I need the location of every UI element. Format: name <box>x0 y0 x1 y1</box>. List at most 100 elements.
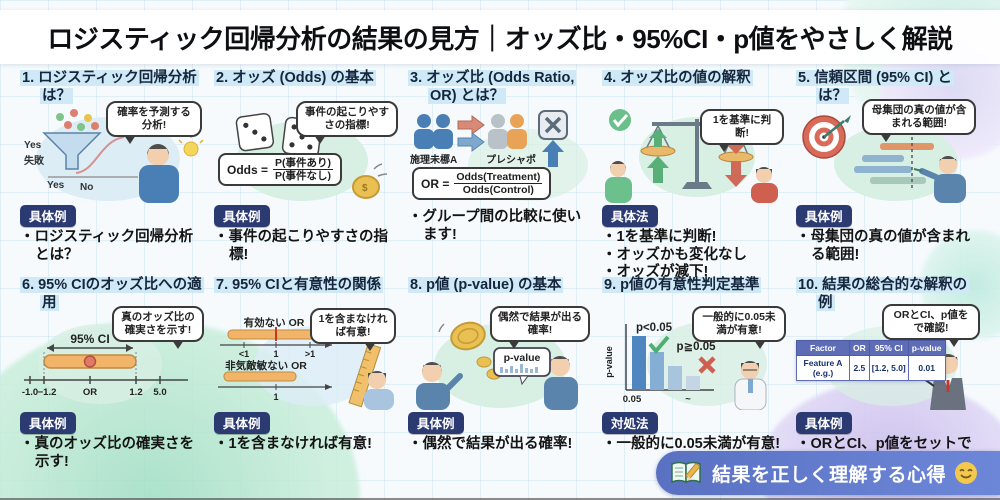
panel-ci-applied-to-or: 6. 95% CIのオッズ比への適用 95% CI <box>20 277 204 476</box>
svg-text:1: 1 <box>273 349 278 359</box>
panel-pvalue-criteria: 9. p値の有意性判定基準 p-value p<0.05 p≧0.05 <box>602 277 786 476</box>
lightbulb-icon <box>178 134 204 157</box>
badge-remedy: 対処法 <box>602 412 658 434</box>
badge-example: 具体例 <box>796 412 852 434</box>
svg-text:p<0.05: p<0.05 <box>636 322 673 334</box>
odds-formula: Odds = P(事件あり)P(事件なし) <box>218 153 343 187</box>
svg-text:p≧0.05: p≧0.05 <box>676 341 716 353</box>
svg-text:p-value: p-value <box>604 346 614 378</box>
colored-dots-icon <box>56 109 99 131</box>
table-row: Feature A (e.g.) 2.5 [1.2, 5.0] 0.01 <box>796 355 946 381</box>
ci-bar-diagram: 95% CI -1.0 −1.2 OR <box>22 324 188 404</box>
ci-bar-nonsignificant <box>223 371 297 382</box>
panel-bullets: ・ロジスティック回帰分析とは？ <box>20 229 204 264</box>
panel-illustration: 95% CI -1.0 −1.2 OR <box>20 306 204 410</box>
bottom-edge-line <box>0 498 1000 500</box>
funnel-icon <box>42 132 102 170</box>
panel-bullets: ・グループ間の比較に使います! <box>408 209 592 244</box>
footer-label: 結果を正しく理解する心得 <box>712 464 947 486</box>
sigmoid-curve <box>75 136 125 174</box>
pvalue-bar-chart: p-value p<0.05 p≧0.05 0.05 ~ <box>604 322 767 410</box>
panel-illustration: p-value 偶然で結果が出る確率! <box>408 306 592 410</box>
panel-illustration: Yes 失敗 Yes No 確率を予 <box>20 101 204 203</box>
panel-grid: 1. ロジスティック回帰分析は？ Yes 失敗 Yes No <box>20 70 980 476</box>
bullet-text: ・1を含まなければ有意! <box>214 436 372 452</box>
svg-text:~: ~ <box>685 394 691 405</box>
bullet-text: ・母集団の真の値が含まれる範囲! <box>796 229 970 263</box>
svg-text:<1: <1 <box>239 349 249 359</box>
panel-bullets: ・母集団の真の値が含まれる範囲! <box>796 229 980 264</box>
pencil-icon <box>685 463 700 481</box>
panel-title: 6. 95% CIのオッズ比への適用 <box>20 277 204 311</box>
group-b-people-icon <box>488 114 527 149</box>
panel-confidence-interval: 5. 信頼区間 (95% CI) とは？ <box>796 70 980 269</box>
panel-illustration: $ Odds = P(事件あり)P(事件なし) 事件の起こりやすさの指標! <box>214 101 398 203</box>
speech-bubble: 確率を予測する分析! <box>106 101 202 145</box>
open-book-icon <box>671 461 701 484</box>
panel-illustration: 施理未梛A プレシャポ OR = Odds(Treatment)Odds(Con… <box>408 107 592 203</box>
badge-example: 具体例 <box>214 412 270 434</box>
bullet-text: ・偶然で結果が出る確率! <box>408 436 573 452</box>
svg-text:-1.0: -1.0 <box>22 387 38 398</box>
panel-title: 5. 信頼区間 (95% CI) とは？ <box>796 70 954 104</box>
panel-or-interpretation: 4. オッズ比の値の解釈 <box>602 70 786 280</box>
panel-bullets: ・1を基準に判断! ・オッズかも変化なし ・オッズが減下! <box>602 229 786 282</box>
badge-example: 具体例 <box>20 205 76 227</box>
dart-thrower-icon <box>913 156 966 203</box>
panel-title: 3. オッズ比 (Odds Ratio, OR) とは？ <box>408 70 577 104</box>
significance-bars-diagram: 有効ない OR <1 1 >1 非気敵敏ない OR 1 <box>218 316 394 410</box>
panel-logistic-regression: 1. ロジスティック回帰分析は？ Yes 失敗 Yes No <box>20 70 204 269</box>
panel-illustration: Factor OR 95% CI p-value Feature A (e.g.… <box>796 304 980 410</box>
badge-method: 具体法 <box>602 205 658 227</box>
bullet-text: ・真のオッズ比の確実さを示す! <box>20 436 194 470</box>
results-table: Factor OR 95% CI p-value Feature A (e.g.… <box>796 340 946 381</box>
check-icon <box>648 335 670 355</box>
blue-arrow-icon <box>457 132 485 152</box>
speech-bubble: 一般的に0.05未満が有意! <box>692 306 786 350</box>
speech-bubble: 真のオッズ比の確実さを示す! <box>112 306 204 350</box>
svg-text:>1: >1 <box>305 349 315 359</box>
speech-bubble: 1を基準に判断! <box>700 109 784 153</box>
badge-example: 具体例 <box>408 412 464 434</box>
title-banner: ロジスティック回帰分析の結果の見方｜オッズ比・95%CI・p値をやさしく解説 <box>0 10 1000 64</box>
thinking-person-icon <box>139 144 179 203</box>
green-up-arrow-small <box>649 129 667 147</box>
panel-illustration: 有効ない OR <1 1 >1 非気敵敏ない OR 1 <box>214 308 398 410</box>
badge-example: 具体例 <box>796 205 852 227</box>
svg-text:−1.2: −1.2 <box>38 387 57 398</box>
svg-text:1.2: 1.2 <box>129 387 142 398</box>
flipping-coin-icon <box>450 321 486 351</box>
speech-bubble: 1を含まなければ有意! <box>310 308 396 352</box>
ruler-person-icon <box>348 343 394 410</box>
panel-bullets: ・一般的に0.05未満が有意! <box>602 436 786 454</box>
panel-pvalue-basics: 8. p値 (p-value) の基本 <box>408 277 592 476</box>
bullet-text: ・オッズかも変化なし <box>602 246 747 263</box>
bullet-text: ・ロジスティック回帰分析とは？ <box>20 229 194 263</box>
smiley-icon <box>955 462 978 484</box>
red-arrow-icon <box>457 115 485 135</box>
scientist-icon <box>734 361 767 410</box>
green-up-arrow-big <box>647 156 669 183</box>
panel-bullets: ・偶然で結果が出る確率! <box>408 436 592 454</box>
svg-text:0.05: 0.05 <box>623 394 642 405</box>
check-circle-icon <box>609 109 631 131</box>
footer-banner: 結果を正しく理解する心得 <box>656 451 1000 495</box>
up-arrow-icon <box>542 140 564 167</box>
panel-odds-ratio: 3. オッズ比 (Odds Ratio, OR) とは？ <box>408 70 592 269</box>
pvalue-box: p-value <box>493 347 551 386</box>
woman-icon <box>751 167 778 203</box>
person-right-icon <box>544 356 578 410</box>
coin-icon: $ <box>352 163 388 199</box>
bullet-text: ・一般的に0.05未満が有意! <box>602 436 781 452</box>
panel-ci-significance: 7. 95% CIと有意性の関係 有効ない OR <1 1 >1 非気敵敏ない … <box>214 277 398 476</box>
panel-title: 7. 95% CIと有意性の関係 <box>214 277 384 293</box>
panel-bullets: ・真のオッズ比の確実さを示す! <box>20 436 204 471</box>
panel-title: 4. オッズ比の値の解釈 <box>602 70 753 86</box>
bullet-text: ・事件の起こりやすさの指標! <box>214 229 388 263</box>
dice-icon <box>235 112 275 152</box>
panel-illustration: 1を基準に判断! <box>602 107 786 203</box>
panel-overall-interpretation: 10. 結果の総合的な解釈の例 Factor <box>796 277 980 476</box>
svg-text:有効ない OR: 有効ない OR <box>244 316 305 329</box>
man-pointing-icon <box>605 161 632 203</box>
dartboard-icon <box>802 115 851 159</box>
